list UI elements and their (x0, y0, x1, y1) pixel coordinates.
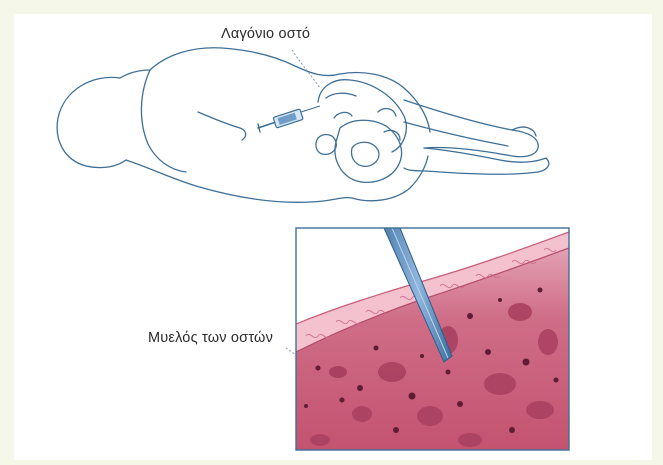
syringe (258, 106, 320, 132)
iliac-bone-label: Λαγόνιο οστό (221, 26, 310, 42)
pelvis-outline (335, 120, 402, 182)
patient-arm (141, 70, 186, 172)
bone-marrow-label: Μυελός των οστών (148, 330, 273, 346)
patient-body-outline (57, 48, 549, 203)
sacrum (316, 135, 336, 155)
marrow-cross-section (296, 228, 569, 450)
pelvis-detail (334, 109, 400, 140)
patient-foot (512, 127, 536, 136)
iliac-bone-leader-line (292, 50, 320, 88)
pelvis-foramen (351, 142, 378, 166)
patient-head (57, 77, 126, 167)
patient-arm-inner (198, 112, 246, 140)
patient-lower-leg (404, 148, 549, 174)
iliac-bone-shape (318, 80, 406, 152)
iliac-bone-inner (326, 93, 356, 98)
